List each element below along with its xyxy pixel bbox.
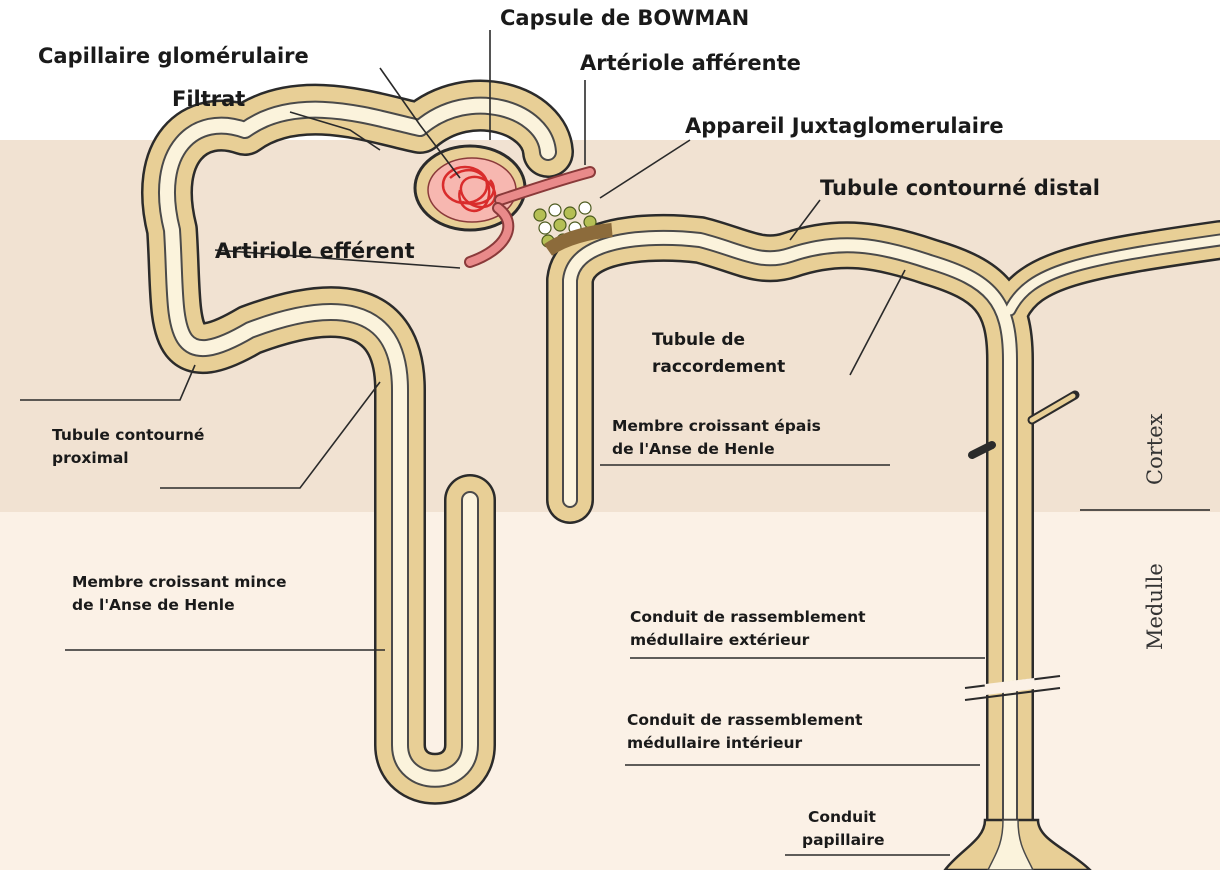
label-membre-croissant-mince-line1: Membre croissant mince xyxy=(72,573,286,591)
zone-label-medulla: Medulle xyxy=(1143,563,1167,650)
label-filtrat: Filtrat xyxy=(172,87,245,111)
label-conduit-medullaire-interieur-line1: Conduit de rassemblement xyxy=(627,711,863,729)
label-tubule-de-raccordement-line2: raccordement xyxy=(652,357,785,377)
label-conduit-papillaire-line1: Conduit xyxy=(808,808,877,826)
label-capsule-de-bowman: Capsule de BOWMAN xyxy=(500,6,749,30)
label-arteriole-afferente: Artériole afférente xyxy=(580,51,801,75)
label-tubule-contourne-proximal-line1: Tubule contourné xyxy=(52,426,204,444)
label-tubule-de-raccordement-line1: Tubule de xyxy=(652,330,745,350)
label-artiriole-efferent: Artiriole efférent xyxy=(215,239,415,263)
label-conduit-medullaire-interieur-line2: médullaire intérieur xyxy=(627,734,803,752)
label-appareil-juxtaglomerulaire: Appareil Juxtaglomerulaire xyxy=(685,114,1004,138)
label-membre-croissant-epais-line2: de l'Anse de Henle xyxy=(612,440,775,458)
zone-label-cortex: Cortex xyxy=(1143,413,1167,485)
label-membre-croissant-epais-line1: Membre croissant épais xyxy=(612,417,821,435)
label-conduit-papillaire-line2: papillaire xyxy=(802,831,885,849)
label-conduit-medullaire-exterieur-line2: médullaire extérieur xyxy=(630,631,810,649)
label-tubule-contourne-proximal-line2: proximal xyxy=(52,449,129,467)
label-conduit-medullaire-exterieur-line1: Conduit de rassemblement xyxy=(630,608,866,626)
label-tubule-contourne-distal: Tubule contourné distal xyxy=(820,176,1100,200)
label-membre-croissant-mince-line2: de l'Anse de Henle xyxy=(72,596,235,614)
label-capillaire-glomerulaire: Capillaire glomérulaire xyxy=(38,44,309,68)
